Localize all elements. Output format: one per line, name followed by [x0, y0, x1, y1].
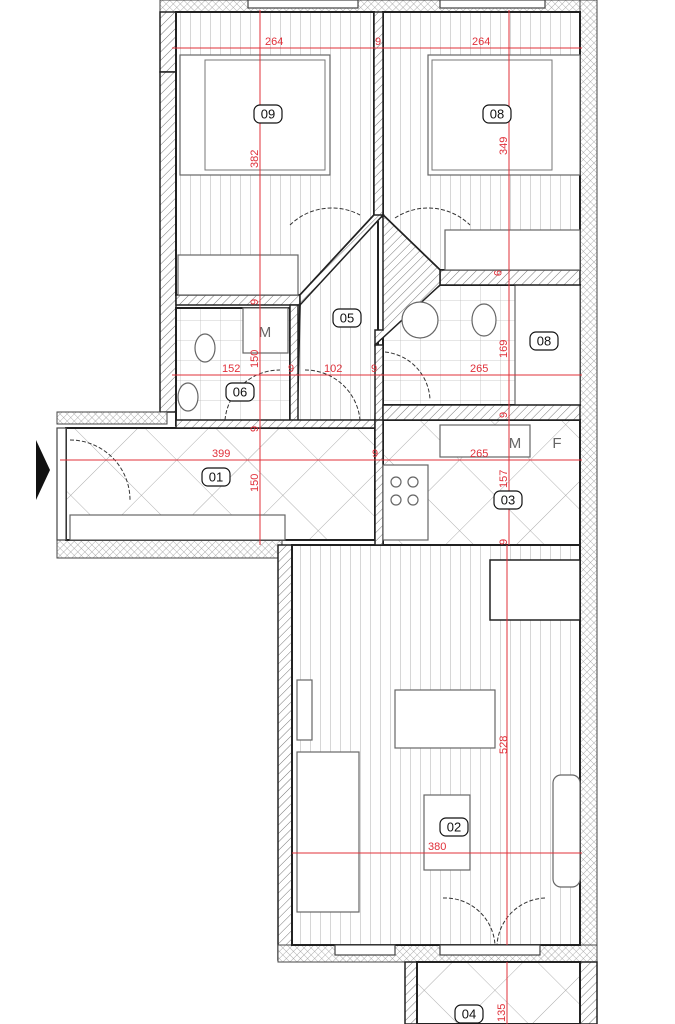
svg-text:08: 08 — [537, 334, 551, 349]
svg-text:152: 152 — [222, 363, 240, 375]
room-tag-03: 03 — [493, 490, 523, 510]
svg-text:265: 265 — [470, 363, 488, 375]
doors — [69, 207, 546, 946]
fridge-label: F — [552, 435, 561, 452]
svg-text:380: 380 — [428, 841, 446, 853]
sink-bath08 — [401, 301, 439, 339]
toilet-bath08 — [471, 303, 497, 337]
svg-text:9: 9 — [372, 448, 378, 460]
svg-text:02: 02 — [447, 820, 461, 835]
room-tag-05: 05 — [332, 308, 362, 328]
svg-text:349: 349 — [498, 137, 510, 155]
wardrobe-09 — [177, 254, 299, 296]
svg-text:135: 135 — [496, 1004, 508, 1022]
radiator — [296, 679, 313, 741]
svg-text:01: 01 — [209, 470, 223, 485]
svg-text:09: 09 — [261, 107, 275, 122]
room-tag-04: 04 — [454, 1004, 484, 1024]
svg-text:150: 150 — [249, 474, 261, 492]
svg-text:04: 04 — [462, 1007, 476, 1022]
furniture — [69, 54, 581, 913]
wardrobe-08 — [444, 229, 581, 271]
svg-text:08: 08 — [490, 107, 504, 122]
kitchen-sink — [439, 424, 531, 458]
svg-text:102: 102 — [324, 363, 342, 375]
windows — [56, 0, 546, 956]
sofa — [296, 751, 360, 913]
washer-label-kitchen: M — [509, 435, 522, 452]
svg-text:9: 9 — [498, 412, 510, 418]
svg-text:150: 150 — [249, 350, 261, 368]
toilet-06 — [194, 333, 216, 363]
svg-text:9: 9 — [249, 299, 261, 305]
entry-arrow-icon — [36, 440, 50, 500]
armchairs — [394, 689, 496, 749]
stove — [382, 464, 429, 541]
svg-text:06: 06 — [233, 385, 247, 400]
room-tag-06: 06 — [225, 382, 255, 402]
svg-text:9: 9 — [288, 363, 294, 375]
svg-text:05: 05 — [340, 311, 354, 326]
svg-text:157: 157 — [498, 470, 510, 488]
interior-walls — [175, 11, 581, 546]
svg-text:9: 9 — [498, 539, 510, 545]
svg-text:03: 03 — [501, 493, 515, 508]
svg-text:265: 265 — [470, 448, 488, 460]
room-tag-09: 09 — [253, 104, 283, 124]
dining-table — [489, 559, 581, 621]
svg-text:264: 264 — [265, 36, 283, 48]
room-tag-01: 01 — [201, 467, 231, 487]
svg-text:528: 528 — [498, 736, 510, 754]
dimension-lines — [60, 10, 582, 1024]
svg-text:264: 264 — [472, 36, 490, 48]
svg-text:9: 9 — [371, 363, 377, 375]
dimension-labels: 264 264 9 382 349 9 152 150 9 102 9 265 … — [212, 36, 510, 1022]
tv-unit — [552, 774, 581, 888]
svg-text:9: 9 — [249, 426, 261, 432]
svg-text:9: 9 — [491, 270, 503, 276]
room-tag-02: 02 — [439, 817, 469, 837]
washer-06 — [242, 307, 289, 354]
svg-text:399: 399 — [212, 448, 230, 460]
room-tag-08: 08 — [482, 104, 512, 124]
sink-06 — [177, 382, 199, 412]
washer-label-bath06: M — [259, 324, 272, 341]
svg-text:382: 382 — [249, 150, 261, 168]
svg-text:169: 169 — [498, 340, 510, 358]
room-balcony-04 — [416, 961, 581, 1024]
room-tag-bath08: 08 — [529, 331, 559, 351]
shoe-rack — [69, 514, 286, 541]
svg-text:9: 9 — [375, 36, 381, 48]
